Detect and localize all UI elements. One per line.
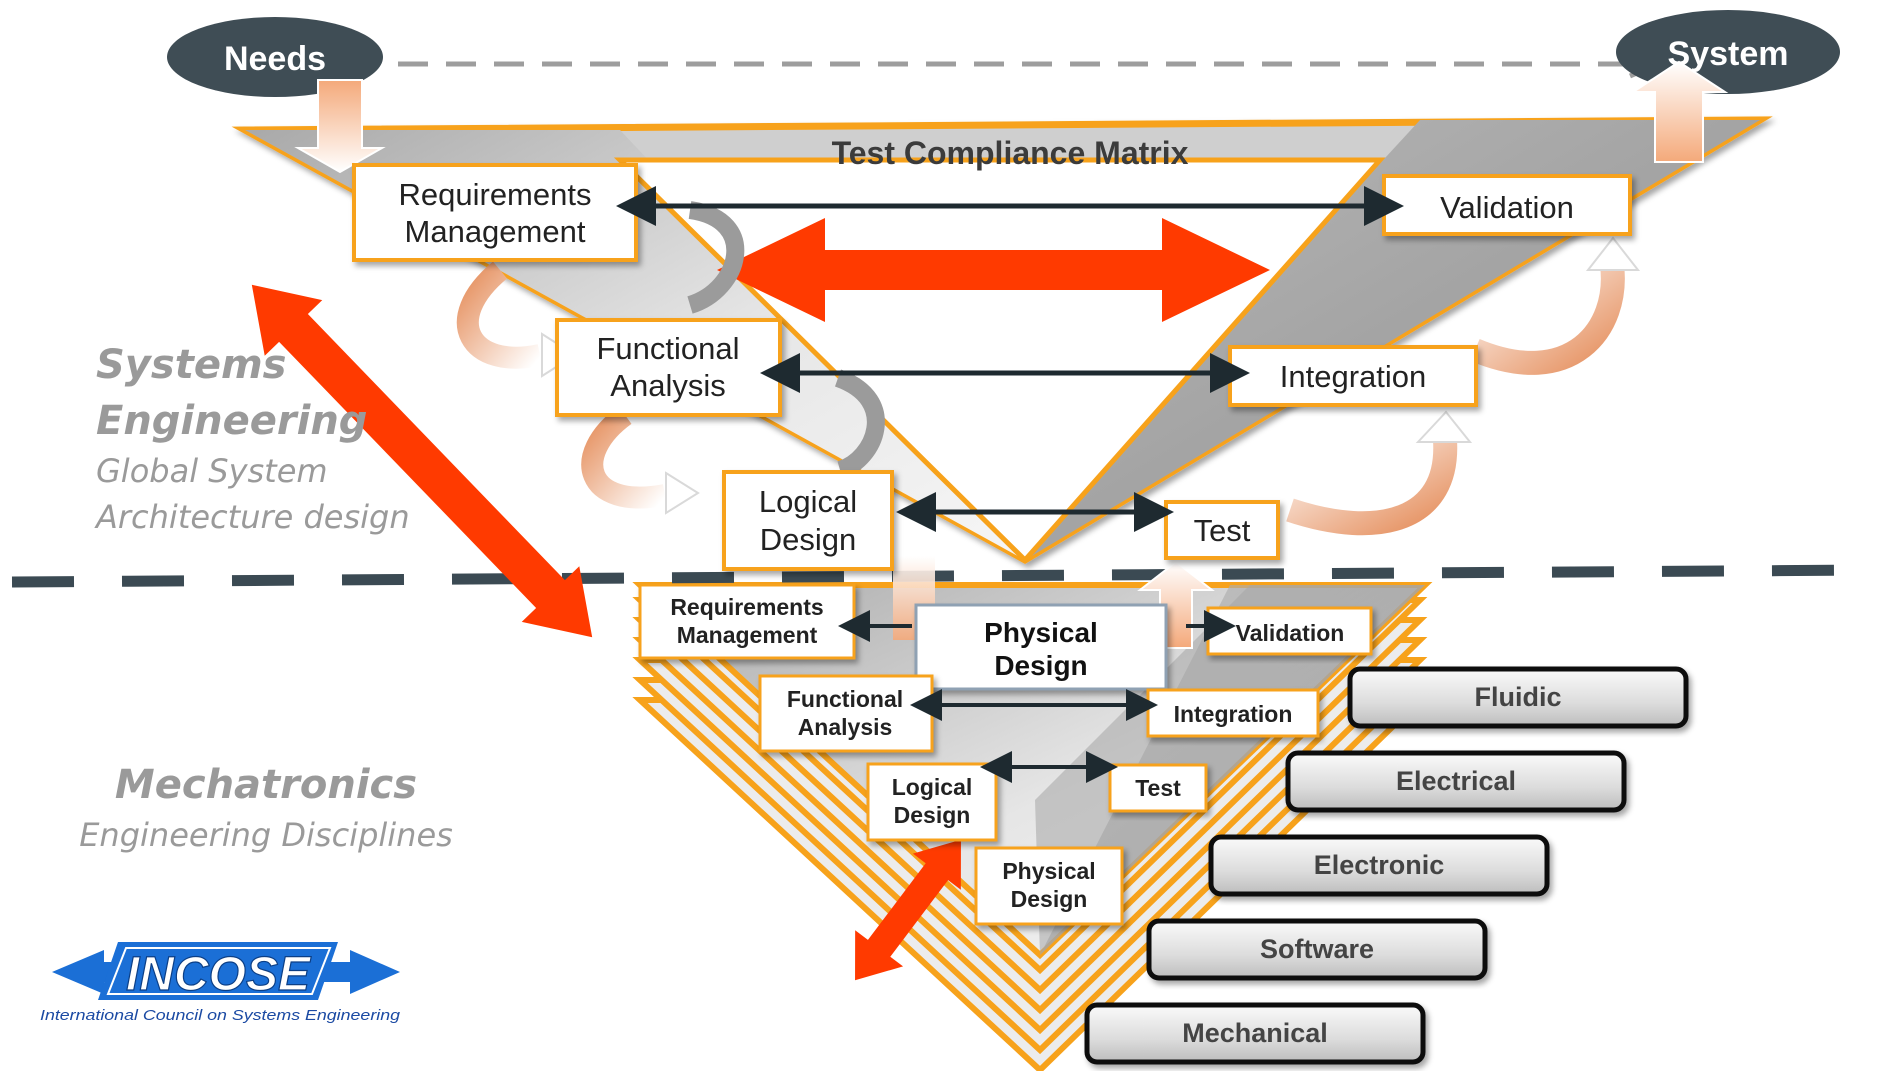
level-divider-line [11, 564, 1879, 588]
svg-text:Design: Design [1011, 886, 1088, 912]
svg-text:Electronic: Electronic [1314, 850, 1445, 880]
discipline-fluidic: Fluidic [1347, 666, 1689, 729]
svg-text:Logical: Logical [892, 774, 973, 800]
lower-validation-box: Validation [1206, 606, 1373, 656]
svg-text:Management: Management [405, 214, 586, 249]
svg-text:Logical: Logical [759, 484, 857, 519]
svg-text:Design: Design [994, 650, 1087, 681]
upper-link-arrows [616, 186, 1404, 532]
lower-test-box: Test [1108, 763, 1208, 813]
upper-integration-box: Integration [1228, 345, 1478, 407]
svg-text:Validation: Validation [1236, 620, 1345, 646]
svg-text:Test: Test [1194, 513, 1251, 548]
needs-label: Needs [224, 40, 326, 78]
svg-text:Integration: Integration [1280, 359, 1427, 394]
svg-text:Requirements: Requirements [399, 177, 592, 212]
svg-text:Requirements: Requirements [670, 594, 823, 620]
svg-text:Functional: Functional [787, 686, 903, 712]
svg-text:Electrical: Electrical [1396, 766, 1516, 796]
discipline-electrical: Electrical [1285, 750, 1627, 813]
svg-text:Analysis: Analysis [798, 714, 893, 740]
svg-text:Functional: Functional [596, 331, 739, 366]
upper-test-box: Test [1164, 500, 1280, 560]
svg-text:Management: Management [677, 622, 818, 648]
needs-node: Needs [167, 17, 383, 97]
red-diagonal-double-arrow [251, 284, 593, 638]
lower-physical-design-small-box: Physical Design [974, 846, 1124, 926]
red-small-diagonal-arrow [855, 839, 961, 981]
svg-text:Systems: Systems [96, 342, 286, 388]
svg-text:Global System: Global System [96, 452, 328, 490]
svg-text:Engineering: Engineering [96, 398, 367, 444]
incose-logo: INCOSE International Council on Systems … [40, 942, 401, 1024]
lower-requirements-management-box: Requirements Management [638, 583, 856, 660]
svg-text:Integration: Integration [1174, 701, 1293, 727]
svg-text:Mechatronics: Mechatronics [115, 762, 417, 808]
svg-text:Software: Software [1260, 934, 1374, 964]
svg-text:Validation: Validation [1440, 190, 1574, 225]
needs-down-arrow [294, 79, 386, 174]
lower-link-arrows [838, 610, 1236, 783]
upper-requirements-management-box: Requirements Management [352, 163, 638, 262]
discipline-software: Software [1146, 918, 1488, 981]
svg-text:Engineering Disciplines: Engineering Disciplines [79, 816, 453, 854]
lower-physical-design-box: Physical Design [914, 603, 1168, 691]
mechatronics-label: Mechatronics Engineering Disciplines [79, 762, 453, 854]
svg-text:Physical: Physical [1002, 858, 1095, 884]
discipline-mechanical: Mechanical [1084, 1002, 1426, 1065]
svg-text:Test: Test [1135, 775, 1181, 801]
svg-text:Physical: Physical [984, 617, 1098, 648]
svg-text:Fluidic: Fluidic [1475, 682, 1562, 712]
discipline-electronic: Electronic [1208, 834, 1550, 897]
lower-integration-box: Integration [1146, 688, 1320, 738]
upper-functional-analysis-box: Functional Analysis [555, 318, 782, 417]
physical-to-test-up-arrow [1137, 560, 1215, 649]
flow-curve-arrows [457, 201, 1641, 536]
upper-validation-box: Validation [1382, 174, 1632, 236]
svg-text:Mechanical: Mechanical [1182, 1018, 1328, 1048]
lower-functional-analysis-box: Functional Analysis [758, 674, 934, 753]
lower-logical-design-box: Logical Design [866, 762, 998, 842]
svg-text:International Council on Syste: International Council on Systems Enginee… [40, 1007, 401, 1024]
svg-text:Design: Design [894, 802, 971, 828]
red-horizontal-double-arrow [717, 218, 1270, 322]
systems-engineering-label: Systems Engineering Global System Archit… [94, 342, 410, 536]
svg-text:INCOSE: INCOSE [126, 948, 312, 1001]
svg-text:Architecture design: Architecture design [94, 498, 410, 536]
svg-text:Analysis: Analysis [610, 368, 725, 403]
upper-logical-design-box: Logical Design [722, 470, 894, 571]
system-up-arrow [1629, 60, 1729, 163]
svg-text:Design: Design [760, 522, 857, 557]
test-compliance-matrix-label: Test Compliance Matrix [832, 135, 1189, 171]
